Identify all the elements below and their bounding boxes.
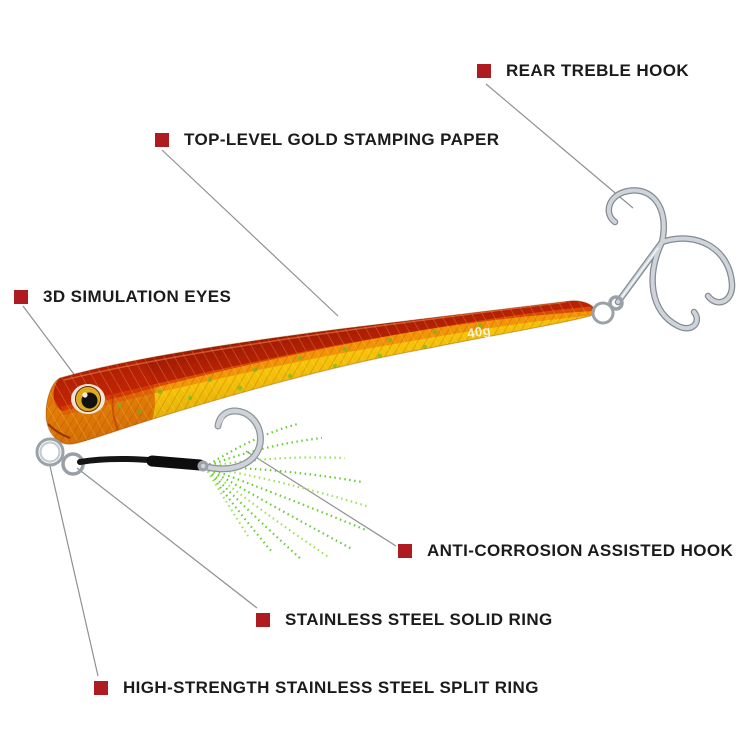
callout-label-solid-ring: STAINLESS STEEL SOLID RING bbox=[285, 610, 553, 629]
rear-treble-hook bbox=[605, 187, 736, 332]
assist-hook-eye bbox=[197, 460, 209, 472]
callout-label-rear-treble-hook: REAR TREBLE HOOK bbox=[506, 61, 690, 80]
leader-lines bbox=[22, 83, 634, 677]
callout-label-gold-stamping-paper: TOP-LEVEL GOLD STAMPING PAPER bbox=[184, 130, 500, 149]
lure-body: 40g bbox=[45, 300, 596, 445]
callout-label-3d-eyes: 3D SIMULATION EYES bbox=[43, 287, 232, 306]
assist-hook bbox=[197, 407, 264, 473]
callout-stainless-steel-solid-ring: STAINLESS STEEL SOLID RING bbox=[256, 610, 553, 630]
callout-anti-corrosion-assisted-hook: ANTI-CORROSION ASSISTED HOOK bbox=[398, 541, 733, 561]
callout-marker-icon bbox=[477, 64, 491, 78]
callout-marker-icon bbox=[94, 681, 108, 695]
lure-weight-marking: 40g bbox=[466, 322, 492, 341]
rear-split-ring bbox=[591, 301, 615, 325]
leader-line-solid-ring bbox=[76, 467, 258, 609]
assist-cord bbox=[77, 455, 206, 471]
lure-mouth-line bbox=[47, 423, 71, 439]
leader-line-split-ring bbox=[49, 465, 99, 677]
leader-line-assisted-hook bbox=[245, 450, 397, 547]
callout-rear-treble-hook: REAR TREBLE HOOK bbox=[477, 61, 689, 81]
assist-cord-knot-wrap bbox=[146, 455, 206, 471]
callout-label-assisted-hook: ANTI-CORROSION ASSISTED HOOK bbox=[427, 541, 734, 560]
callout-3d-simulation-eyes: 3D SIMULATION EYES bbox=[14, 287, 231, 307]
callout-marker-icon bbox=[155, 133, 169, 147]
leader-line-gold-stamping-paper bbox=[161, 149, 339, 317]
callout-top-level-gold-stamping-paper: TOP-LEVEL GOLD STAMPING PAPER bbox=[155, 130, 499, 150]
callout-marker-icon bbox=[398, 544, 412, 558]
callout-marker-icon bbox=[256, 613, 270, 627]
callout-marker-icon bbox=[14, 290, 28, 304]
lure-3d-eye bbox=[71, 384, 105, 414]
assist-hook-tinsel bbox=[204, 422, 371, 561]
leader-line-rear-treble-hook bbox=[485, 83, 634, 209]
front-split-ring bbox=[35, 437, 65, 467]
callout-label-split-ring: HIGH-STRENGTH STAINLESS STEEL SPLIT RING bbox=[123, 678, 539, 697]
treble-hook-eye bbox=[608, 295, 624, 311]
callout-high-strength-split-ring: HIGH-STRENGTH STAINLESS STEEL SPLIT RING bbox=[94, 678, 539, 698]
lure-green-speckles bbox=[117, 322, 483, 415]
